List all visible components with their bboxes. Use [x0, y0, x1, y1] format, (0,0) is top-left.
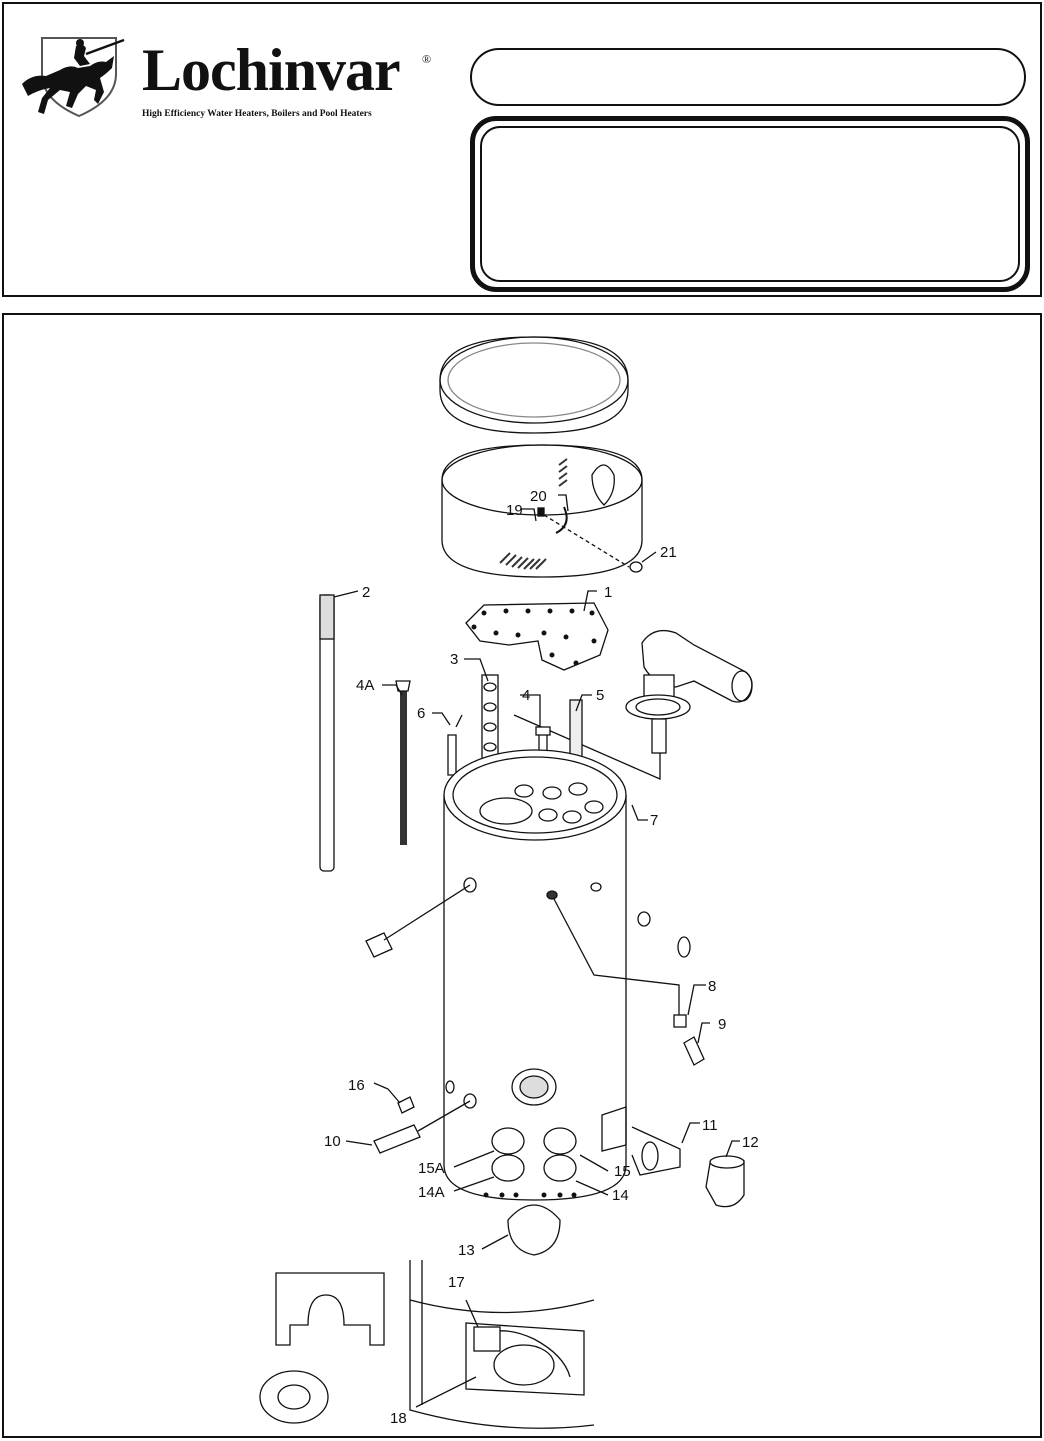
callout-3: 3 — [450, 651, 458, 668]
callout-17: 17 — [448, 1274, 465, 1291]
callout-1: 1 — [604, 584, 612, 601]
document-info-inner — [480, 126, 1020, 282]
drain-valve-assembly — [553, 898, 705, 1066]
hot-water-nipple — [365, 884, 471, 958]
bottom-access-panel-detail — [409, 1260, 595, 1429]
callout-15: 15 — [614, 1163, 631, 1180]
diagram-canvas: 1 2 3 4 4A 5 6 7 8 9 10 11 12 13 14 14A … — [259, 336, 759, 1429]
relief-valve-fitting — [397, 1096, 415, 1114]
brand-logo: Lochinvar ® High Efficiency Water Heater… — [20, 34, 440, 124]
document-title-box — [470, 48, 1026, 106]
callout-21: 21 — [660, 544, 677, 561]
callout-14: 14 — [612, 1187, 629, 1204]
brand-tagline: High Efficiency Water Heaters, Boilers a… — [142, 109, 372, 119]
cold-water-nipple — [373, 1100, 471, 1154]
callout-7: 7 — [650, 812, 658, 829]
brand-name: Lochinvar — [142, 37, 401, 103]
temperature-sensor — [447, 734, 457, 776]
callout-12: 12 — [742, 1134, 759, 1151]
top-cover-lid — [439, 336, 629, 434]
flue-collector — [631, 1126, 681, 1176]
callout-20: 20 — [530, 488, 547, 505]
burner-blower-assembly — [513, 629, 753, 780]
callout-4: 4 — [522, 687, 530, 704]
dip-tube-fitting — [535, 726, 551, 736]
callout-14a: 14A — [418, 1184, 445, 1201]
callout-4a: 4A — [356, 677, 374, 694]
sight-glass-gasket — [677, 936, 691, 958]
registered-mark: ® — [422, 52, 432, 66]
callout-5: 5 — [596, 687, 604, 704]
callout-11: 11 — [702, 1117, 718, 1134]
vent-elbow — [705, 1155, 745, 1208]
exploded-parts-diagram: 1 2 3 4 4A 5 6 7 8 9 10 11 12 13 14 14A … — [2, 313, 1042, 1438]
callout-2: 2 — [362, 584, 370, 601]
flexible-anode — [395, 680, 411, 845]
callout-10: 10 — [324, 1133, 341, 1150]
callout-labels: 1 2 3 4 4A 5 6 7 8 9 10 11 12 13 14 14A … — [324, 488, 759, 1427]
callout-15a: 15A — [418, 1160, 445, 1177]
jacket-top-ring — [441, 444, 643, 578]
callout-19: 19 — [506, 502, 523, 519]
header-panel: Lochinvar ® High Efficiency Water Heater… — [2, 2, 1042, 297]
horse-rider-emblem-icon — [22, 37, 125, 118]
sensor-lead — [455, 714, 463, 728]
callout-leaders — [333, 494, 740, 1408]
callout-13: 13 — [458, 1242, 475, 1259]
anode-rod — [319, 594, 335, 872]
tank-body — [443, 749, 627, 1201]
callout-8: 8 — [708, 978, 716, 995]
document-info-box — [470, 116, 1030, 292]
top-plate-gasket — [465, 602, 609, 671]
callout-18: 18 — [390, 1410, 407, 1427]
callout-9: 9 — [718, 1016, 726, 1033]
bottom-cover — [507, 1204, 561, 1256]
cover-bolts — [483, 1192, 577, 1198]
side-plug — [637, 911, 651, 927]
access-door-gasket — [259, 1272, 385, 1424]
callout-6: 6 — [417, 705, 425, 722]
callout-16: 16 — [348, 1077, 365, 1094]
